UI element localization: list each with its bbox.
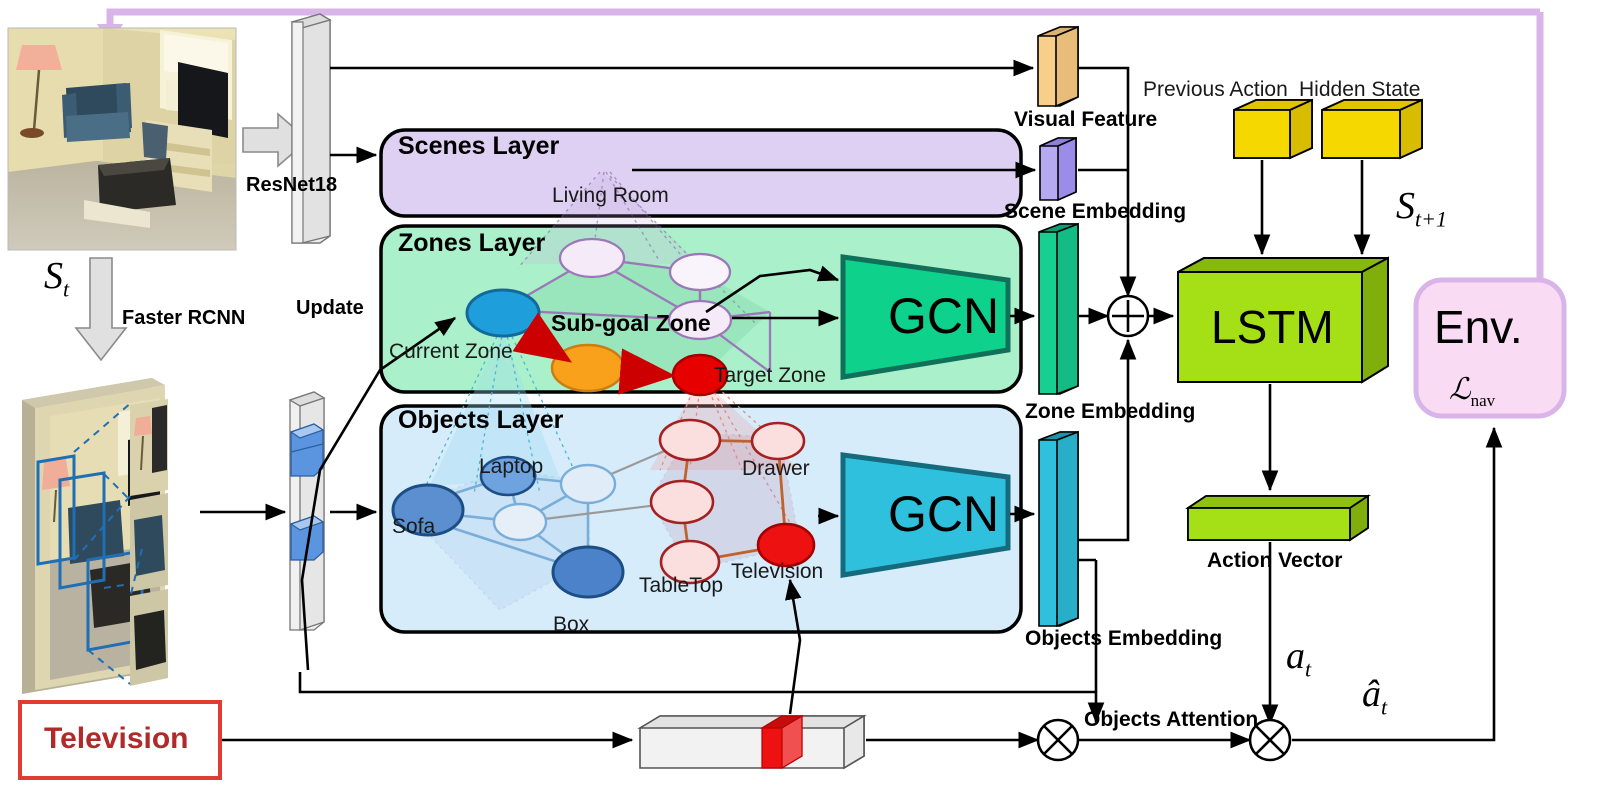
zone-label-subgoal: Sub-goal Zone — [551, 310, 711, 336]
gcn-object-block — [840, 452, 1011, 578]
object-feature-column — [288, 391, 326, 631]
zones-graph — [465, 237, 772, 397]
connectors — [200, 59, 1503, 749]
attention-vector-bar — [637, 714, 867, 770]
gcn-zone-label: GCN — [888, 288, 1000, 344]
faster-rcnn-label: Faster RCNN — [122, 307, 246, 329]
object-label-tabletop: TableTop — [639, 574, 724, 597]
zone-label-current: Current Zone — [389, 340, 513, 363]
resnet18-label: ResNet18 — [246, 174, 338, 196]
hidden-state-cube — [1321, 98, 1423, 160]
zones-layer-title: Zones Layer — [398, 229, 546, 257]
env-label: Env. — [1434, 301, 1523, 353]
previous-action-label: Previous Action — [1143, 78, 1288, 101]
object-node-box — [551, 545, 625, 599]
action-vector-block — [1185, 494, 1371, 542]
object-node-laptop — [479, 455, 537, 497]
concat-operator — [1106, 294, 1150, 338]
detection-image — [22, 378, 168, 694]
scene-embedding-bar — [1039, 136, 1077, 202]
next-state-label: St+1 — [1396, 185, 1447, 232]
action-hat-t-label: ât — [1362, 673, 1388, 720]
object-label-television: Television — [731, 560, 824, 583]
scene-node-label: Living Room — [552, 184, 669, 207]
objects-embedding-label: Objects Embedding — [1025, 627, 1223, 650]
target-object-box — [18, 700, 222, 780]
visual-feature-bar — [1037, 25, 1079, 108]
object-label-box: Box — [553, 613, 590, 636]
objects-embedding-bar — [1038, 430, 1079, 628]
object-label-drawer: Drawer — [742, 457, 810, 480]
state-label: St — [44, 255, 70, 302]
previous-action-cube — [1233, 98, 1313, 160]
object-node-sofa — [391, 483, 465, 537]
observation-image-top — [7, 27, 237, 251]
object-label-laptop: Laptop — [479, 455, 544, 478]
resnet18-feature-column — [290, 13, 332, 244]
objects-attention-label: Objects Attention — [1084, 708, 1259, 731]
objects-layer-title: Objects Layer — [398, 406, 564, 434]
gcn-object-label: GCN — [888, 486, 1000, 542]
action-vector-label: Action Vector — [1207, 549, 1343, 572]
env-block — [1413, 277, 1567, 419]
zone-embedding-label: Zone Embedding — [1025, 400, 1196, 423]
action-product-operator — [1248, 718, 1292, 762]
action-t-label: at — [1286, 635, 1312, 682]
scene-embedding-label: Scene Embedding — [1004, 200, 1187, 223]
visual-feature-label: Visual Feature — [1014, 108, 1158, 131]
object-node-tabletop — [659, 539, 721, 585]
scenes-layer-title: Scenes Layer — [398, 132, 560, 160]
zone-node-current — [465, 288, 541, 338]
hidden-state-label: Hidden State — [1299, 78, 1421, 101]
zone-embedding-bar — [1038, 222, 1079, 396]
object-node-television — [756, 522, 816, 568]
object-node-drawer — [750, 421, 806, 461]
lstm-block — [1177, 256, 1389, 384]
update-label: Update — [296, 297, 364, 319]
faster-rcnn-arrow — [74, 257, 128, 362]
nav-loss-label: ℒnav — [1449, 373, 1496, 410]
gcn-zone-block — [840, 254, 1011, 380]
objects-graph — [391, 418, 816, 611]
target-object-label: Television — [44, 722, 189, 755]
objects-attention-operator — [1036, 718, 1080, 762]
lstm-label: LSTM — [1211, 301, 1334, 353]
zone-label-target: Target Zone — [714, 364, 827, 387]
object-label-sofa: Sofa — [392, 515, 436, 538]
